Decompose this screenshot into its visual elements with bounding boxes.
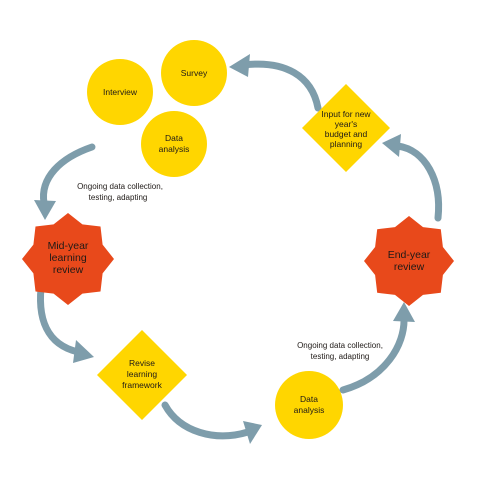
node-data-analysis-bottom-line1: Data [300, 394, 318, 404]
node-end-year-line1: End-year [388, 249, 431, 261]
node-data-analysis-top-line1: Data [165, 133, 183, 143]
node-interview-label: Interview [103, 87, 138, 97]
node-input-budget-line3: budget and [325, 129, 368, 139]
node-data-analysis-bottom-line2: analysis [294, 405, 325, 415]
arrow-revise-to-dataanalysis [161, 401, 262, 444]
note-ongoing-right-line2: testing, adapting [311, 352, 370, 361]
node-data-analysis-top: Data analysis [141, 111, 207, 177]
node-revise-line3: framework [122, 380, 162, 390]
note-ongoing-right-line1: Ongoing data collection, [297, 341, 383, 350]
note-ongoing-left-line1: Ongoing data collection, [77, 182, 163, 191]
note-ongoing-left: Ongoing data collection, testing, adapti… [77, 182, 163, 202]
node-mid-year-line3: review [53, 264, 84, 276]
node-input-budget: Input for new year's budget and planning [302, 84, 390, 172]
node-mid-year-line2: learning [49, 252, 87, 264]
node-mid-year-line1: Mid-year [48, 240, 89, 252]
note-ongoing-right: Ongoing data collection, testing, adapti… [297, 341, 383, 361]
node-interview: Interview [87, 59, 153, 125]
node-survey: Survey [161, 40, 227, 106]
node-revise-line2: learning [127, 369, 158, 379]
arrow-datacollection-to-midyear [34, 143, 96, 220]
node-input-budget-line1: Input for new [321, 109, 371, 119]
node-mid-year-review: Mid-year learning review [22, 213, 114, 305]
node-data-analysis-bottom: Data analysis [275, 371, 343, 439]
arrow-dataanalysis-to-endyear [339, 302, 415, 394]
note-ongoing-left-line2: testing, adapting [89, 193, 148, 202]
node-end-year-review: End-year review [364, 216, 454, 306]
arrow-endyear-to-input [382, 134, 443, 222]
node-end-year-line2: review [394, 261, 425, 273]
node-survey-label: Survey [181, 68, 208, 78]
node-input-budget-line4: planning [330, 139, 362, 149]
node-input-budget-line2: year's [335, 119, 357, 129]
node-revise-framework: Revise learning framework [97, 330, 187, 420]
node-data-analysis-top-line2: analysis [159, 144, 190, 154]
node-revise-line1: Revise [129, 358, 155, 368]
arrow-input-to-survey [229, 54, 322, 112]
